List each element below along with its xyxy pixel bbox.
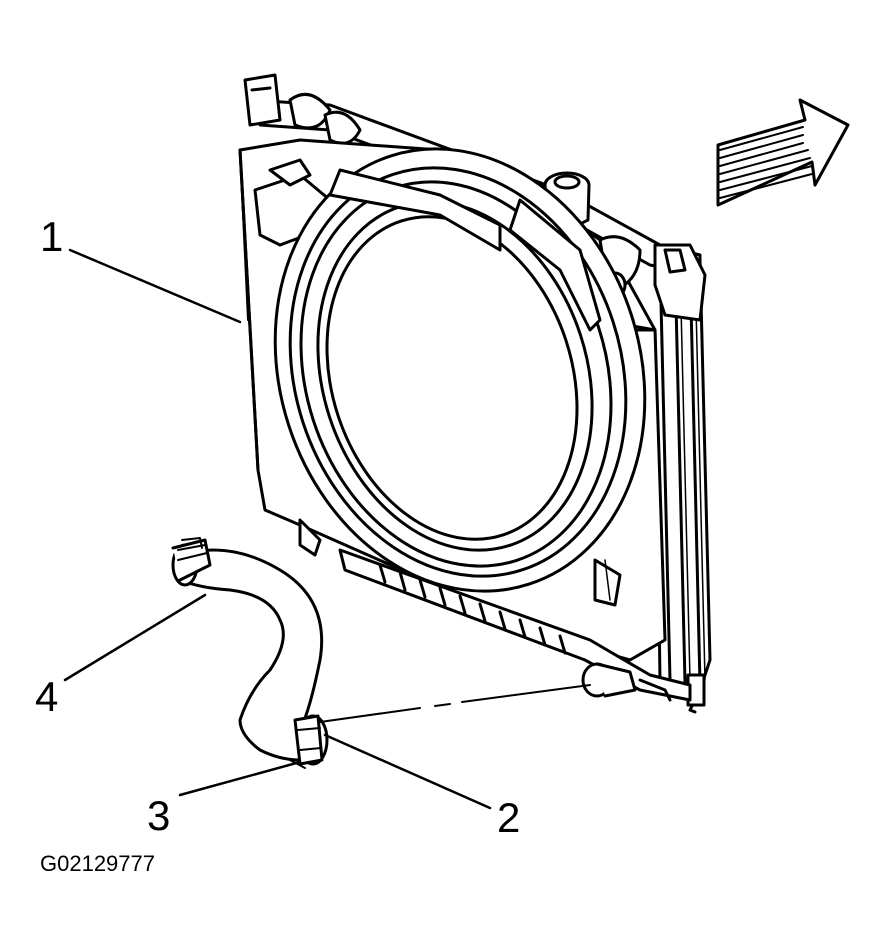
leader-line-1 xyxy=(68,248,242,324)
hose-clamp xyxy=(289,714,329,769)
callout-2: 2 xyxy=(497,794,521,841)
radiator-core xyxy=(598,228,712,714)
lower-radiator-hose xyxy=(171,537,324,762)
leader-lines xyxy=(63,248,591,810)
alignment-dash-line xyxy=(319,684,591,723)
fan-shroud xyxy=(238,138,667,662)
leader-line-2 xyxy=(323,733,492,810)
callout-3: 3 xyxy=(147,792,171,839)
leader-line-4 xyxy=(63,593,207,682)
callout-1: 1 xyxy=(40,213,64,260)
radiator-lower-tank xyxy=(338,548,692,702)
leader-line-3 xyxy=(178,760,302,797)
callout-4: 4 xyxy=(35,673,59,720)
figure-id: G02129777 xyxy=(40,851,155,876)
forward-arrow-icon xyxy=(716,98,850,207)
